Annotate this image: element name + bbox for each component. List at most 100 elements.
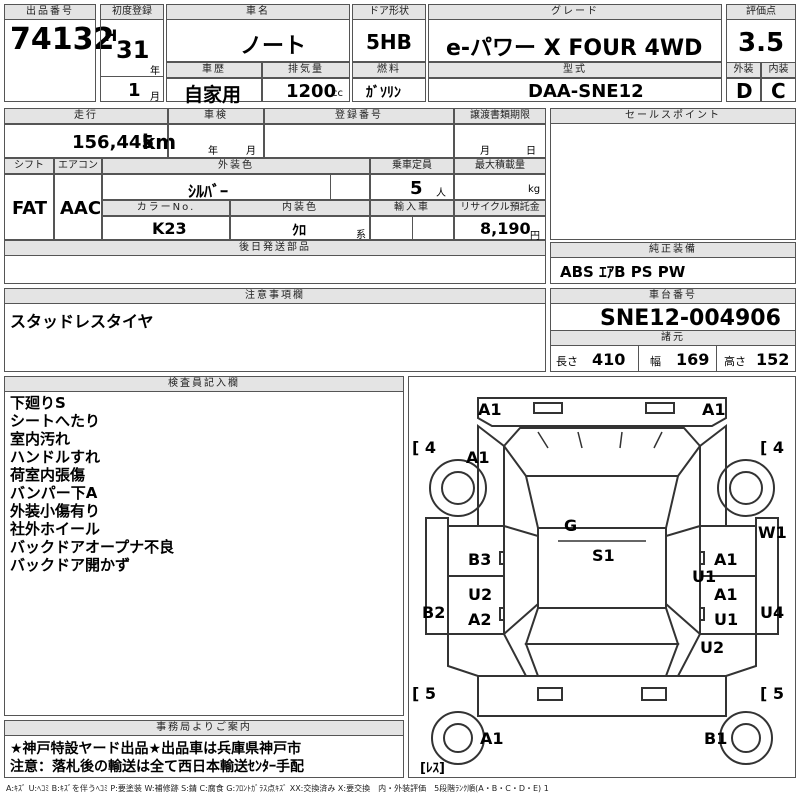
ac-cell — [54, 174, 102, 240]
history: 自家用 — [184, 84, 242, 106]
car-name: ノート — [240, 34, 307, 59]
lot-label: 出品番号 — [4, 4, 96, 20]
shift-cell — [4, 174, 54, 240]
color-divider — [330, 174, 370, 200]
inspector-line: 荷室内張傷 — [10, 466, 86, 484]
dims-divider-1 — [638, 346, 639, 372]
model: DAA-SNE12 — [528, 81, 644, 102]
height: 152 — [756, 350, 790, 369]
transfer-month-unit: 月 — [480, 146, 490, 157]
inspector-line: バックドア開かず — [10, 556, 131, 574]
interior-color-cell — [230, 216, 370, 240]
damage-mark-a1-right-1: A1 — [714, 550, 738, 569]
inspection-month-unit: 月 — [246, 146, 256, 157]
recycle-label: リサイクル預託金 — [454, 200, 546, 216]
damage-mark-s1-roof: S1 — [592, 546, 615, 565]
fuel: ｶﾞｿﾘﾝ — [366, 85, 401, 101]
first-reg-label: 初度登録 — [100, 4, 164, 20]
month-cell — [100, 76, 164, 102]
color-label: 外装色 — [102, 158, 370, 174]
color-no-label: カラーNo. — [102, 200, 230, 216]
tire-mark-rear-left: [ 5 — [412, 684, 437, 703]
month-unit: 月 — [150, 92, 160, 103]
damage-mark-a1-front-left: A1 — [478, 400, 502, 419]
office-line-1: ★神戸特設ヤード出品★出品車は兵庫県神戸市 — [10, 741, 302, 757]
recycle-cell — [454, 216, 546, 240]
displacement: 1200 — [286, 81, 337, 102]
inspector-line: バックドアオープナ不良 — [10, 538, 175, 556]
capacity-cell — [370, 174, 454, 200]
exterior-cell — [726, 78, 761, 102]
body-color: ｼﾙﾊﾞｰ — [188, 182, 229, 201]
displacement-label: 排気量 — [262, 62, 350, 78]
car-diagram-box — [408, 376, 796, 778]
mileage-cell — [4, 124, 168, 158]
length-label: 長さ — [556, 355, 578, 368]
damage-mark-u2-left: U2 — [468, 585, 493, 604]
shift-label: シフト — [4, 158, 54, 174]
mileage: 156,445 — [72, 132, 154, 153]
max-load-cell — [454, 174, 546, 200]
score-label: 評価点 — [726, 4, 796, 20]
width-label: 幅 — [650, 355, 661, 368]
plate-cell — [264, 124, 454, 158]
reg-year: 31 — [116, 36, 150, 64]
fuel-cell — [352, 78, 426, 102]
color-no: K23 — [152, 219, 187, 238]
damage-legend: A:ｷｽﾞ U:ﾍｺﾐ B:ｷｽﾞを伴うﾍｺﾐ P:要塗装 W:補修跡 S:錆 … — [6, 784, 549, 793]
history-label: 車歴 — [166, 62, 262, 78]
interior-label: 内装 — [761, 62, 796, 78]
damage-mark-b3: B3 — [468, 550, 492, 569]
chassis-label: 車台番号 — [550, 288, 796, 304]
interior-color: ｸﾛ — [292, 223, 306, 239]
spare-tire-mark: [ﾚｽ] — [420, 761, 445, 776]
km-unit: km — [142, 130, 177, 154]
transfer-day-unit: 日 — [526, 146, 536, 157]
import-label: 輸入車 — [370, 200, 454, 216]
damage-mark-u2-right: U2 — [700, 638, 725, 657]
capacity-unit: 人 — [436, 188, 446, 199]
damage-mark-a1-front-right: A1 — [702, 400, 726, 419]
inspector-line: 室内汚れ — [10, 430, 71, 448]
inspector-line: バンパー下A — [10, 484, 98, 502]
caution-text: スタッドレスタイヤ — [10, 312, 154, 331]
sales-point-box — [550, 108, 796, 240]
caution-label: 注意事項欄 — [4, 288, 546, 304]
inspection-label: 車検 — [168, 108, 264, 124]
width: 169 — [676, 350, 710, 369]
score: 3.5 — [738, 28, 785, 58]
later-parts-label: 後日発送部品 — [4, 240, 546, 256]
max-load-label: 最大積載量 — [454, 158, 546, 174]
length: 410 — [592, 350, 626, 369]
shift: FAT — [12, 198, 48, 219]
damage-mark-u4-right: U4 — [760, 603, 785, 622]
exterior-label: 外装 — [726, 62, 761, 78]
mileage-label: 走行 — [4, 108, 168, 124]
fuel-label: 燃料 — [352, 62, 426, 78]
exterior-grade: D — [736, 79, 753, 103]
interior-color-label: 内装色 — [230, 200, 370, 216]
office-line-2: 注意：落札後の輸送は全て西日本輸送ｾﾝﾀｰ手配 — [10, 759, 304, 775]
tire-mark-rear-right: [ 5 — [760, 684, 785, 703]
model-label: 型式 — [428, 62, 722, 78]
capacity: 5 — [410, 178, 423, 199]
inspector-notes: 下廻りS シートへたり 室内汚れ ハンドルすれ 荷室内張傷 バンパー下A 外装小… — [10, 394, 174, 574]
ac: AAC — [60, 198, 102, 219]
import-divider — [412, 216, 454, 240]
yen-unit: 円 — [530, 231, 540, 242]
inspector-line: 社外ホイール — [10, 520, 101, 538]
inspection-cell — [168, 124, 264, 158]
transfer-label: 譲渡書類期限 — [454, 108, 546, 124]
damage-mark-b1-rear: B1 — [704, 729, 728, 748]
dims-label: 諸元 — [550, 330, 796, 346]
inspector-line: 下廻りS — [10, 394, 66, 412]
damage-mark-a2-left: A2 — [468, 610, 492, 629]
damage-mark-b2-left: B2 — [422, 603, 446, 622]
damage-mark-a1-right-2: A1 — [714, 585, 738, 604]
inspector-line: ハンドルすれ — [10, 448, 101, 466]
door-label: ドア形状 — [352, 4, 426, 20]
damage-mark-a1-rear: A1 — [480, 729, 504, 748]
grade-label: グレード — [428, 4, 722, 20]
recycle-fee: 8,190 — [480, 219, 531, 238]
inspection-year-unit: 年 — [208, 146, 218, 157]
